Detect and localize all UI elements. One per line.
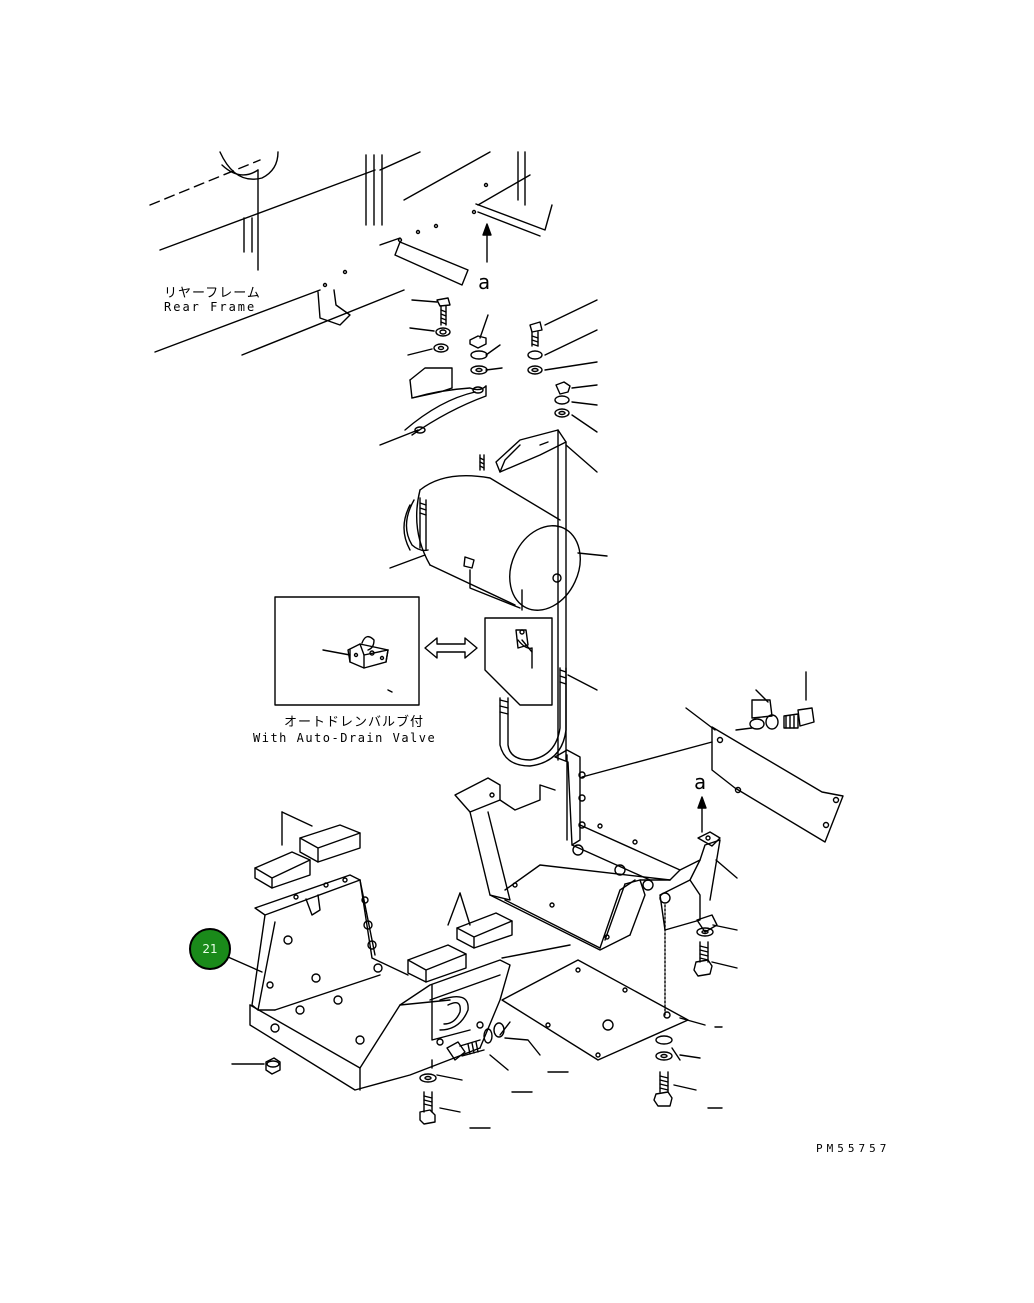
auto-drain-label-jp: オートドレンバルブ付 [284,715,425,730]
right-tank-bracket [495,299,598,761]
left-tank-bracket [379,297,503,446]
rear-frame-label-en: Rear Frame [164,300,257,314]
rear-frame-label-jp: リヤーフレーム [164,286,261,301]
cover-plate [581,671,844,843]
callout-marker[interactable]: 21 [189,928,231,970]
view-a-label-mid: a [694,770,707,794]
rear-frame [149,151,553,356]
bottom-plate [501,904,723,1061]
air-tank [389,454,608,611]
tank-mount-frame [454,749,738,951]
auto-drain-label-en: With Auto-Drain Valve [253,731,437,745]
view-a-label-top: a [478,270,491,294]
standard-drain-detail [484,617,553,706]
detail-double-arrow [424,637,478,659]
base-frame [227,811,571,1091]
bottom-fasteners [231,914,738,1129]
drawing-number: PM55757 [816,1142,891,1155]
callout-number: 21 [202,942,218,956]
auto-drain-detail [274,596,420,706]
drain-hose [499,667,598,767]
